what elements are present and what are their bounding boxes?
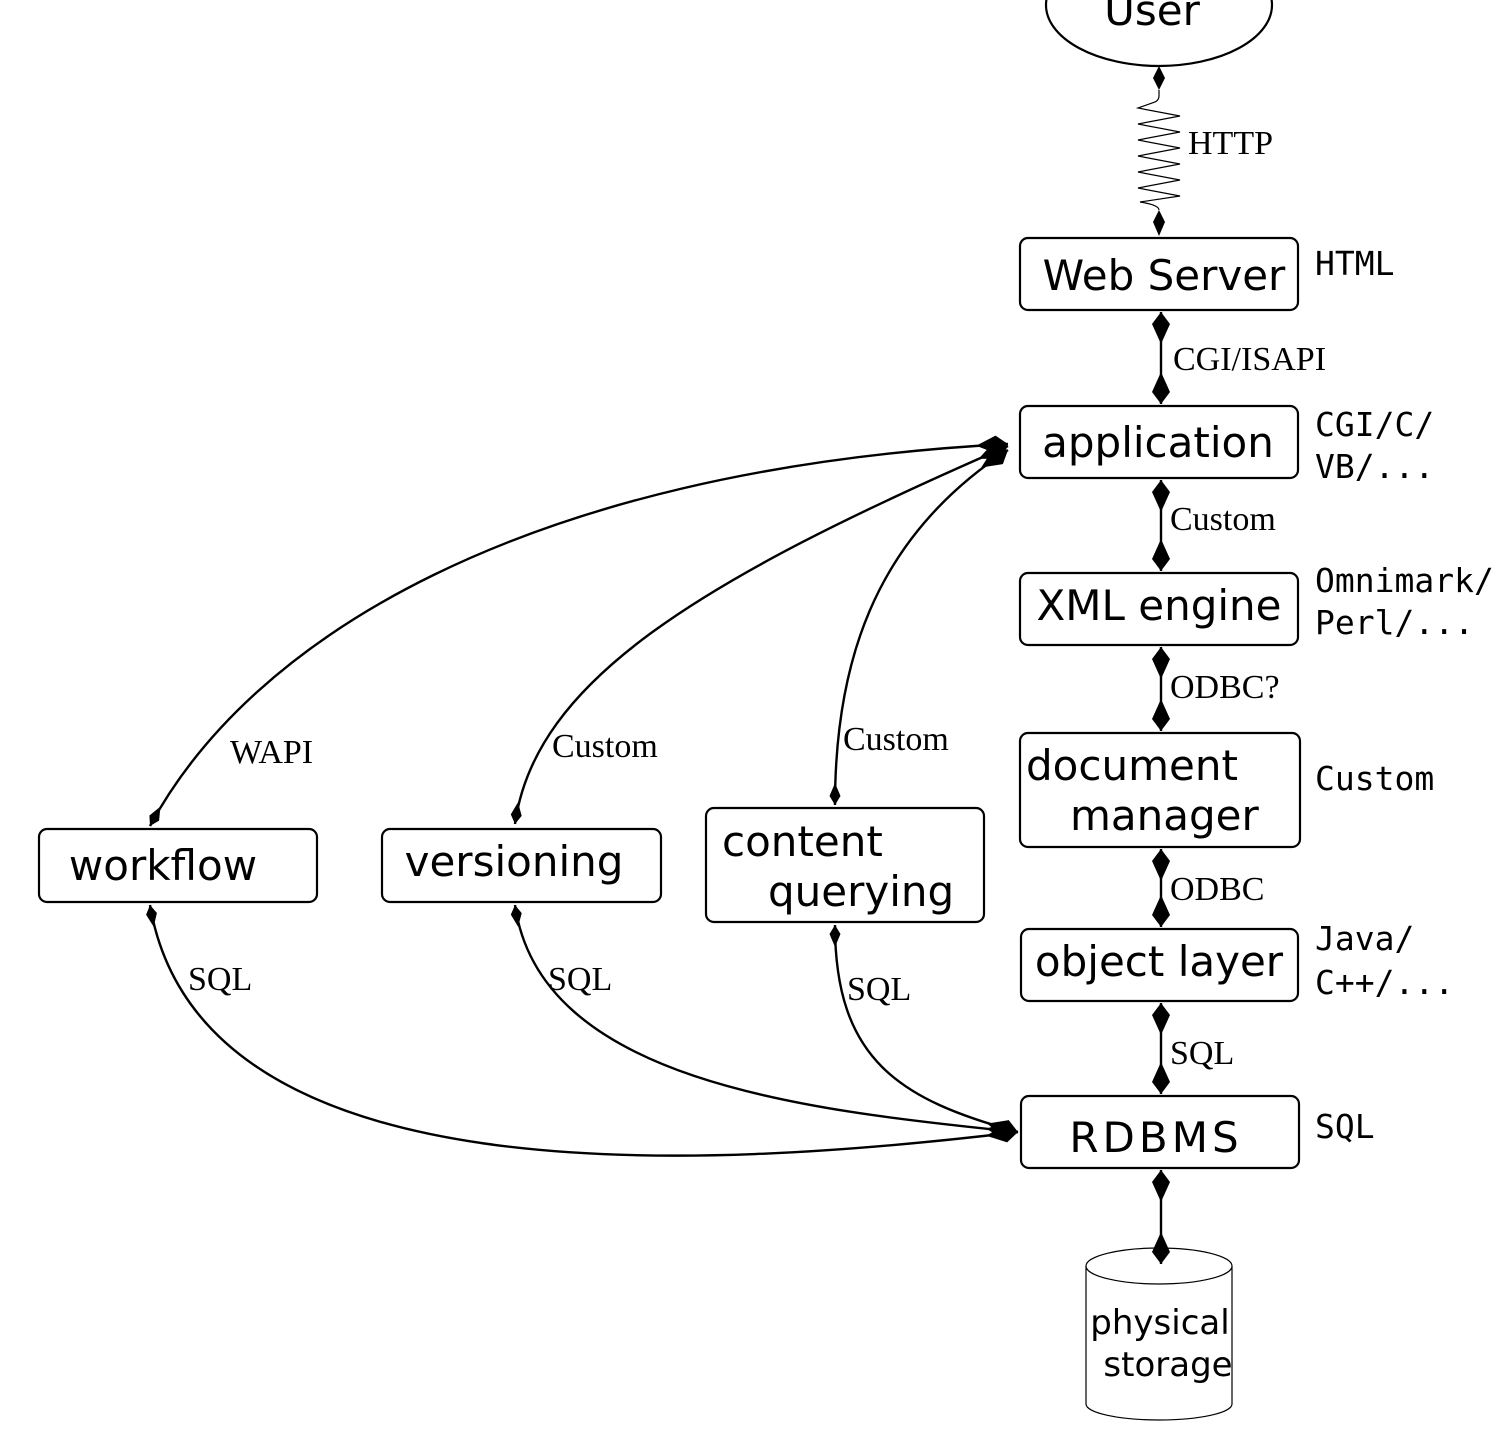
node-object-layer: object layer Java/ C++/...: [1019, 919, 1454, 1003]
document-manager-label-2: manager: [1070, 791, 1260, 840]
node-application: application CGI/C/ VB/...: [1018, 404, 1434, 486]
cylinder-body: [1085, 1266, 1233, 1421]
tech-label-document-manager: Custom: [1315, 759, 1434, 798]
link-versioning-rdbms: [510, 904, 1019, 1140]
link-label-odbc-q: ODBC?: [1170, 669, 1280, 706]
node-content-querying: content querying: [704, 806, 986, 924]
node-web-server: Web Server HTML: [1018, 236, 1394, 312]
http-wave: [1135, 90, 1181, 211]
link-label-wapi: WAPI: [230, 734, 313, 771]
link-workflow-rdbms: [146, 904, 1019, 1157]
xml-engine-label: XML engine: [1036, 581, 1281, 630]
node-physical-storage: physical storage: [1085, 1247, 1233, 1421]
cylinder-top: [1085, 1247, 1233, 1285]
link-content-rdbms: [829, 924, 1019, 1138]
curved-links-application: WAPI Custom Custom: [148, 435, 1009, 827]
link-app-versioning: [510, 442, 1009, 825]
tech-label-application-1: CGI/C/: [1315, 405, 1434, 444]
document-manager-label-1: document: [1026, 741, 1238, 790]
link-label-odbc: ODBC: [1170, 871, 1264, 908]
workflow-label: workflow: [69, 841, 257, 890]
node-xml-engine: XML engine Omnimark/ Perl/...: [1018, 561, 1494, 647]
object-layer-label: object layer: [1035, 937, 1284, 986]
web-server-label: Web Server: [1043, 251, 1286, 300]
vertical-links: CGI/ISAPI Custom ODBC? ODBC SQL: [1152, 312, 1326, 1264]
tech-label-xml-1: Omnimark/: [1315, 561, 1494, 600]
link-label-custom-content: Custom: [843, 721, 949, 758]
link-label-http: HTTP: [1188, 125, 1273, 162]
node-versioning: versioning: [380, 827, 663, 904]
link-user-web: HTTP: [1135, 66, 1273, 236]
content-querying-label-1: content: [722, 817, 883, 866]
node-workflow: workflow: [37, 827, 319, 904]
physical-storage-label-1: physical: [1090, 1303, 1229, 1343]
tech-label-xml-2: Perl/...: [1315, 603, 1474, 642]
link-label-sql-content: SQL: [847, 971, 911, 1008]
link-label-sql-workflow: SQL: [188, 961, 252, 998]
arrowhead: [1153, 210, 1165, 236]
link-label-sql-versioning: SQL: [548, 961, 612, 998]
rdbms-label: RDBMS: [1069, 1113, 1242, 1162]
content-querying-label-2: querying: [768, 867, 954, 916]
tech-label-web-server: HTML: [1315, 244, 1394, 283]
physical-storage-label-2: storage: [1103, 1345, 1232, 1385]
link-label-sql: SQL: [1170, 1035, 1234, 1072]
user-label: User: [1104, 0, 1200, 35]
node-document-manager: document manager Custom: [1018, 731, 1434, 849]
link-label-custom: Custom: [1170, 501, 1276, 538]
arrowhead: [1153, 66, 1165, 90]
curved-links-rdbms: SQL SQL SQL: [146, 904, 1019, 1157]
tech-label-rdbms: SQL: [1315, 1107, 1375, 1146]
node-rdbms: RDBMS SQL: [1019, 1094, 1375, 1170]
link-app-content: [829, 448, 1009, 806]
versioning-label: versioning: [405, 837, 624, 886]
node-user: User: [1044, 0, 1274, 68]
tech-label-object-layer-2: C++/...: [1315, 963, 1454, 1002]
application-label: application: [1042, 418, 1274, 467]
link-label-cgi-isapi: CGI/ISAPI: [1173, 341, 1326, 378]
tech-label-application-2: VB/...: [1315, 447, 1434, 486]
tech-label-object-layer-1: Java/: [1315, 919, 1414, 958]
link-label-custom-versioning: Custom: [552, 728, 658, 765]
